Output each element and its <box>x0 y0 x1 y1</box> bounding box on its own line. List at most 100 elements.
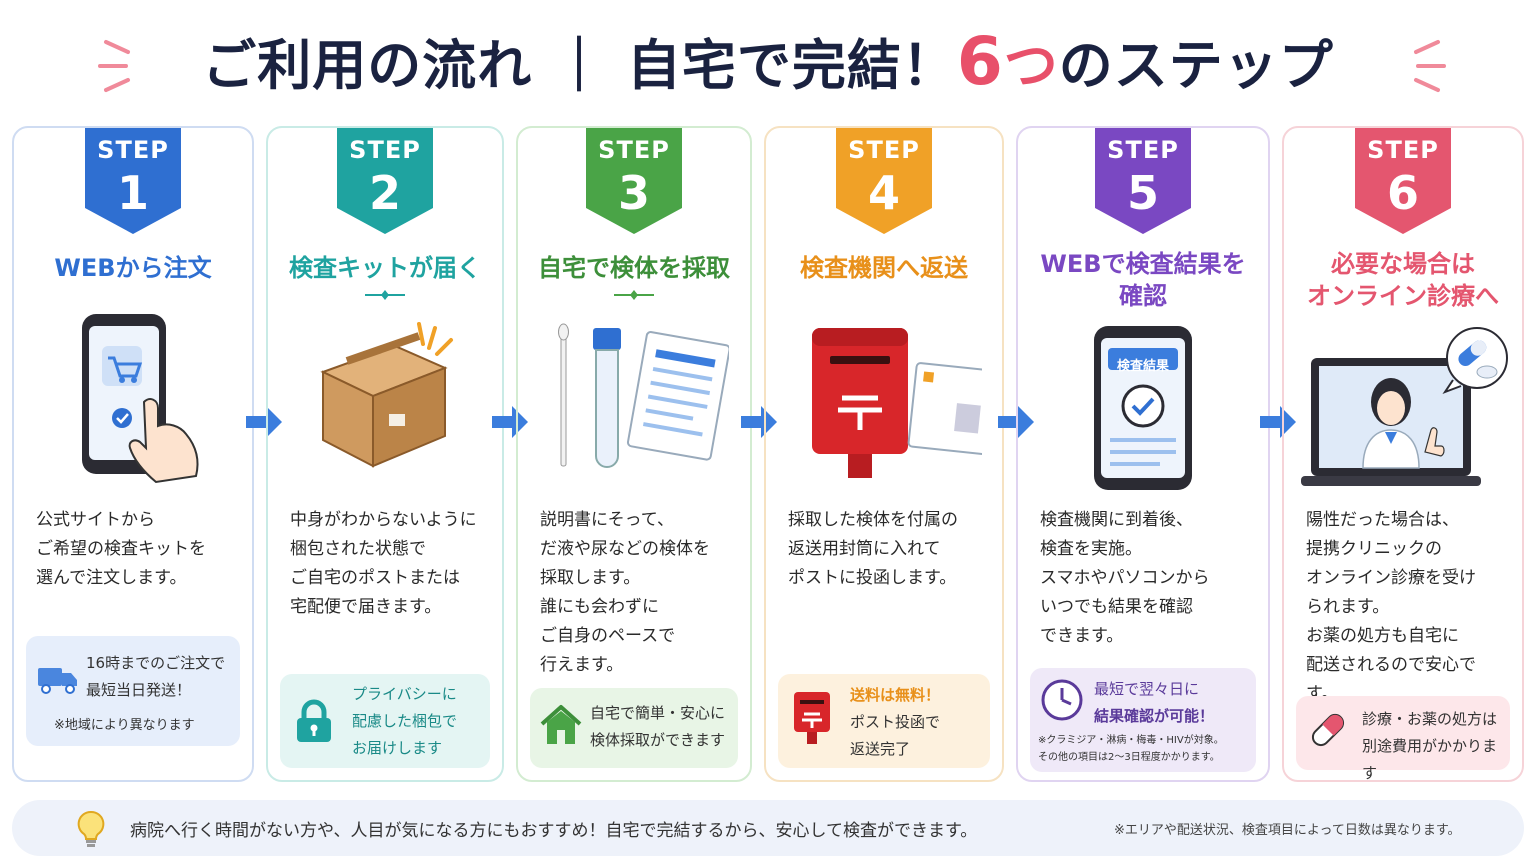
note-line: お届けします <box>352 739 443 757</box>
flow-arrow-icon <box>246 406 282 438</box>
step-title-line: WEBで検査結果を <box>1040 250 1246 278</box>
desc-line: 検査機関に到着後、 <box>1040 510 1193 530</box>
step-illustration <box>518 306 750 506</box>
title-divider-icon <box>614 290 654 300</box>
step-title: 検査キットが届く <box>289 254 481 282</box>
desc-line: 公式サイトから <box>36 510 155 530</box>
step-number: 5 <box>1126 166 1159 220</box>
note-line: 自宅で簡単・安心に <box>590 704 726 722</box>
note-line: ポスト投函で <box>850 713 941 731</box>
page-title: ご利用の流れ ｜ 自宅で完結！6つのステップ <box>0 14 1536 114</box>
note-text: 自宅で簡単・安心に 検体採取ができます <box>590 700 725 754</box>
desc-line: 採取した検体を付属の <box>788 510 958 530</box>
note-line: 別途費用がかかります <box>1362 737 1498 782</box>
desc-line: お薬の処方も自宅に <box>1306 626 1459 646</box>
note-line: 16時までのご注文で <box>86 654 226 672</box>
step-number: 4 <box>867 166 900 220</box>
step-illustration <box>1284 324 1522 524</box>
desc-line: 採取します。 <box>540 568 641 588</box>
desc-line: オンライン診療を受け <box>1306 568 1476 588</box>
sparkle-right-icon <box>1414 40 1446 92</box>
step-illustration <box>766 306 1002 506</box>
step-number: 1 <box>116 166 149 220</box>
phone-cart-order-icon <box>82 314 199 484</box>
note-line: 結果確認が可能！ <box>1094 707 1215 725</box>
step-badge-label: STEP <box>598 136 670 164</box>
postbox-icon <box>794 692 830 744</box>
note-text: プライバシーに 配慮した梱包で お届けします <box>352 681 457 762</box>
desc-line: 検査を実施。 <box>1040 539 1142 559</box>
house-icon <box>540 705 582 744</box>
step-title-line: 確認 <box>1119 282 1167 310</box>
note-line: 最短で翌々日に <box>1094 680 1200 698</box>
screen-label: 検査結果 <box>1116 359 1169 374</box>
desc-line: 説明書にそって、 <box>540 510 674 530</box>
step-badge-label: STEP <box>97 136 169 164</box>
step-title: 必要な場合は オンライン診療へ <box>1284 248 1522 312</box>
desc-line: いつでも結果を確認 <box>1040 597 1193 617</box>
page-header: ご利用の流れ ｜ 自宅で完結！6つのステップ <box>0 14 1536 110</box>
note-line: 診療・お薬の処方は <box>1362 710 1498 728</box>
title-accent-number: 6 <box>956 23 1004 100</box>
step-card-5: STEP 5 WEBで検査結果を 確認 検査結果 検査機関に到着後、 検査を実施… <box>1016 126 1270 782</box>
step-note: 送料は無料！ ポスト投函で 返送完了 <box>778 674 990 768</box>
step-card-4: STEP 4 検査機関へ返送 採取した検体を付属の 返送用封筒に入れて ポストに… <box>764 126 1004 782</box>
sparkle-left-icon <box>98 40 130 92</box>
desc-line: 中身がわからないように <box>290 510 477 530</box>
phone-result-check-icon <box>1094 326 1192 490</box>
desc-line: 返送用封筒に入れて <box>788 539 941 559</box>
title-divider-icon <box>365 290 405 300</box>
desc-line: ご自宅のポストまたは <box>290 568 460 588</box>
step-number: 3 <box>617 166 650 220</box>
red-postbox-envelope-icon <box>812 328 982 478</box>
note-small-text: ※クラミジア・淋病・梅毒・HIVが対象。 その他の項目は2〜3日程度かかります。 <box>1038 732 1224 766</box>
step-description: 検査機関に到着後、 検査を実施。 スマホやパソコンから いつでも結果を確認 でき… <box>1040 506 1254 651</box>
step-badge-2: STEP 2 <box>337 128 433 236</box>
step-note: 最短で翌々日に 結果確認が可能！ ※クラミジア・淋病・梅毒・HIVが対象。 その… <box>1030 668 1256 772</box>
desc-line: 陽性だった場合は、 <box>1306 510 1459 530</box>
desc-line: 誰にも会わずに <box>540 597 659 617</box>
desc-line: だ液や尿などの検体を <box>540 539 710 559</box>
note-text: 送料は無料！ ポスト投函で 返送完了 <box>850 682 940 763</box>
clock-icon <box>1041 679 1083 721</box>
flow-arrow-icon <box>741 406 777 438</box>
step-note: 16時までのご注文で 最短当日発送！ ※地域により異なります <box>26 636 240 746</box>
step-title-line: 必要な場合は <box>1331 250 1475 278</box>
desc-line: 梱包された状態で <box>290 539 426 559</box>
note-small-text: ※地域により異なります <box>54 718 195 733</box>
desc-line: 選んで注文します。 <box>36 568 187 588</box>
footer-banner: 病院へ行く時間がない方や、人目が気になる方にもおすすめ！自宅で完結するから、安心… <box>12 800 1524 856</box>
step-note: プライバシーに 配慮した梱包で お届けします <box>280 674 490 768</box>
note-text: 診療・お薬の処方は 別途費用がかかります <box>1362 706 1510 787</box>
step-badge-label: STEP <box>848 136 920 164</box>
flow-arrow-icon <box>1260 406 1296 438</box>
delivery-truck-icon <box>38 668 77 694</box>
medicine-capsule-icon <box>1311 713 1345 747</box>
cardboard-box-icon <box>320 322 453 468</box>
note-highlight: 送料は無料！ <box>850 686 941 704</box>
desc-line: 宅配便で届きます。 <box>290 597 442 617</box>
step-badge-6: STEP 6 <box>1355 128 1451 236</box>
step-badge-label: STEP <box>1367 136 1439 164</box>
flow-arrow-icon <box>492 406 528 438</box>
step-illustration <box>14 306 252 506</box>
desc-line: ご自身のペースで <box>540 626 676 646</box>
step-card-3: STEP 3 自宅で検体を採取 説明書にそって、 だ液や尿などの検体を 採取しま… <box>516 126 752 782</box>
step-note: 診療・お薬の処方は 別途費用がかかります <box>1296 696 1510 782</box>
step-badge-5: STEP 5 <box>1095 128 1191 236</box>
step-card-2: STEP 2 検査キットが届く 中身がわからないように 梱包された状態で ご自宅… <box>266 126 504 782</box>
step-card-6: STEP 6 必要な場合は オンライン診療へ 陽性だった場合は、 提携クリニック… <box>1282 126 1524 782</box>
note-text: 最短で翌々日に 結果確認が可能！ <box>1094 676 1214 730</box>
note-small-line: ※クラミジア・淋病・梅毒・HIVが対象。 <box>1038 735 1224 746</box>
step-description: 説明書にそって、 だ液や尿などの検体を 採取します。 誰にも会わずに ご自身のペ… <box>540 506 736 680</box>
step-title: WEBで検査結果を 確認 <box>1018 248 1268 312</box>
step-badge-1: STEP 1 <box>85 128 181 236</box>
step-badge-3: STEP 3 <box>586 128 682 236</box>
desc-line: られます。 <box>1306 597 1390 617</box>
step-description: 採取した検体を付属の 返送用封筒に入れて ポストに投函します。 <box>788 506 988 593</box>
padlock-icon <box>297 699 331 742</box>
footer-note: ※エリアや配送状況、検査項目によって日数は異なります。 <box>1114 823 1461 838</box>
lightbulb-icon <box>77 810 105 847</box>
step-title: 検査機関へ返送 <box>800 254 968 282</box>
note-line: 最短当日発送！ <box>86 681 192 699</box>
